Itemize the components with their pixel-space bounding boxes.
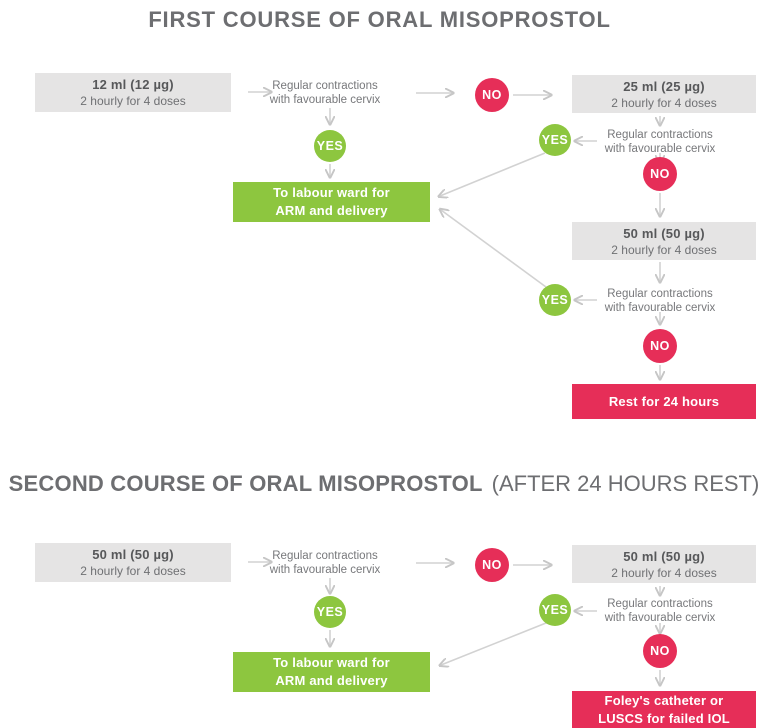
dose-box-escalation-2: 50 ml (50 µg) 2 hourly for 4 doses xyxy=(572,222,756,260)
dose-schedule: 2 hourly for 4 doses xyxy=(80,94,186,108)
decision-line: Regular contractions xyxy=(607,288,713,300)
connector xyxy=(441,210,547,288)
dose-amount: 50 ml (50 µg) xyxy=(92,547,174,562)
outcome-line: Rest for 24 hours xyxy=(608,393,720,409)
decision-line: with favourable cervix xyxy=(269,564,381,577)
dose-amount: 12 ml (12 µg) xyxy=(92,77,174,92)
outcome-box-foleys: Foley's catheter or LUSCS for failed IOL xyxy=(572,691,756,728)
dose-box-start: 50 ml (50 µg) 2 hourly for 4 doses xyxy=(35,543,231,582)
chart-title-first-course: FIRST COURSE OF ORAL MISOPROSTOL xyxy=(0,7,768,33)
dose-schedule: 2 hourly for 4 doses xyxy=(80,564,186,578)
dose-box-escalation-1: 50 ml (50 µg) 2 hourly for 4 doses xyxy=(572,545,756,583)
dose-amount: 50 ml (50 µg) xyxy=(623,548,705,564)
no-badge: NO xyxy=(643,157,677,191)
outcome-line: LUSCS for failed IOL xyxy=(598,710,730,726)
chart-title-text: FIRST COURSE OF ORAL MISOPROSTOL xyxy=(148,7,611,32)
outcome-box-labour-ward: To labour ward for ARM and delivery xyxy=(233,182,430,222)
outcome-line: To labour ward for xyxy=(273,185,390,201)
no-badge: NO xyxy=(475,548,509,582)
dose-box-escalation-1: 25 ml (25 µg) 2 hourly for 4 doses xyxy=(572,75,756,113)
chart-title-note: (AFTER 24 HOURS REST) xyxy=(491,471,760,496)
yes-badge: YES xyxy=(539,594,571,626)
decision-line: Regular contractions xyxy=(272,550,378,562)
decision-line: with favourable cervix xyxy=(604,612,716,625)
dose-schedule: 2 hourly for 4 doses xyxy=(611,565,717,580)
no-badge: NO xyxy=(643,634,677,668)
decision-text: Regular contractions with favourable cer… xyxy=(590,287,730,316)
outcome-line: Foley's catheter or xyxy=(604,692,724,708)
dose-schedule: 2 hourly for 4 doses xyxy=(611,95,717,110)
yes-badge: YES xyxy=(539,124,571,156)
connector xyxy=(441,622,547,665)
outcome-box-labour-ward: To labour ward for ARM and delivery xyxy=(233,652,430,692)
dose-amount: 50 ml (50 µg) xyxy=(623,225,705,241)
connector xyxy=(440,152,546,196)
decision-text: Regular contractions with favourable cer… xyxy=(590,597,730,626)
yes-badge: YES xyxy=(539,284,571,316)
no-badge: NO xyxy=(643,329,677,363)
decision-line: Regular contractions xyxy=(272,80,378,92)
chart-title-second-course: SECOND COURSE OF ORAL MISOPROSTOL (AFTER … xyxy=(0,471,768,497)
no-badge: NO xyxy=(475,78,509,112)
decision-line: Regular contractions xyxy=(607,129,713,141)
outcome-line: ARM and delivery xyxy=(275,203,388,218)
decision-line: with favourable cervix xyxy=(269,94,381,107)
dose-box-start: 12 ml (12 µg) 2 hourly for 4 doses xyxy=(35,73,231,112)
decision-line: Regular contractions xyxy=(607,598,713,610)
dose-schedule: 2 hourly for 4 doses xyxy=(611,242,717,257)
dose-amount: 25 ml (25 µg) xyxy=(623,78,705,94)
yes-badge: YES xyxy=(314,596,346,628)
decision-line: with favourable cervix xyxy=(604,302,716,315)
outcome-line: To labour ward for xyxy=(273,655,390,671)
yes-badge: YES xyxy=(314,130,346,162)
decision-text: Regular contractions with favourable cer… xyxy=(255,79,395,108)
outcome-line: ARM and delivery xyxy=(275,673,388,688)
chart-title-text: SECOND COURSE OF ORAL MISOPROSTOL xyxy=(8,471,483,496)
decision-line: with favourable cervix xyxy=(604,143,716,156)
decision-text: Regular contractions with favourable cer… xyxy=(590,128,730,157)
outcome-box-rest: Rest for 24 hours xyxy=(572,384,756,419)
decision-text: Regular contractions with favourable cer… xyxy=(255,549,395,578)
